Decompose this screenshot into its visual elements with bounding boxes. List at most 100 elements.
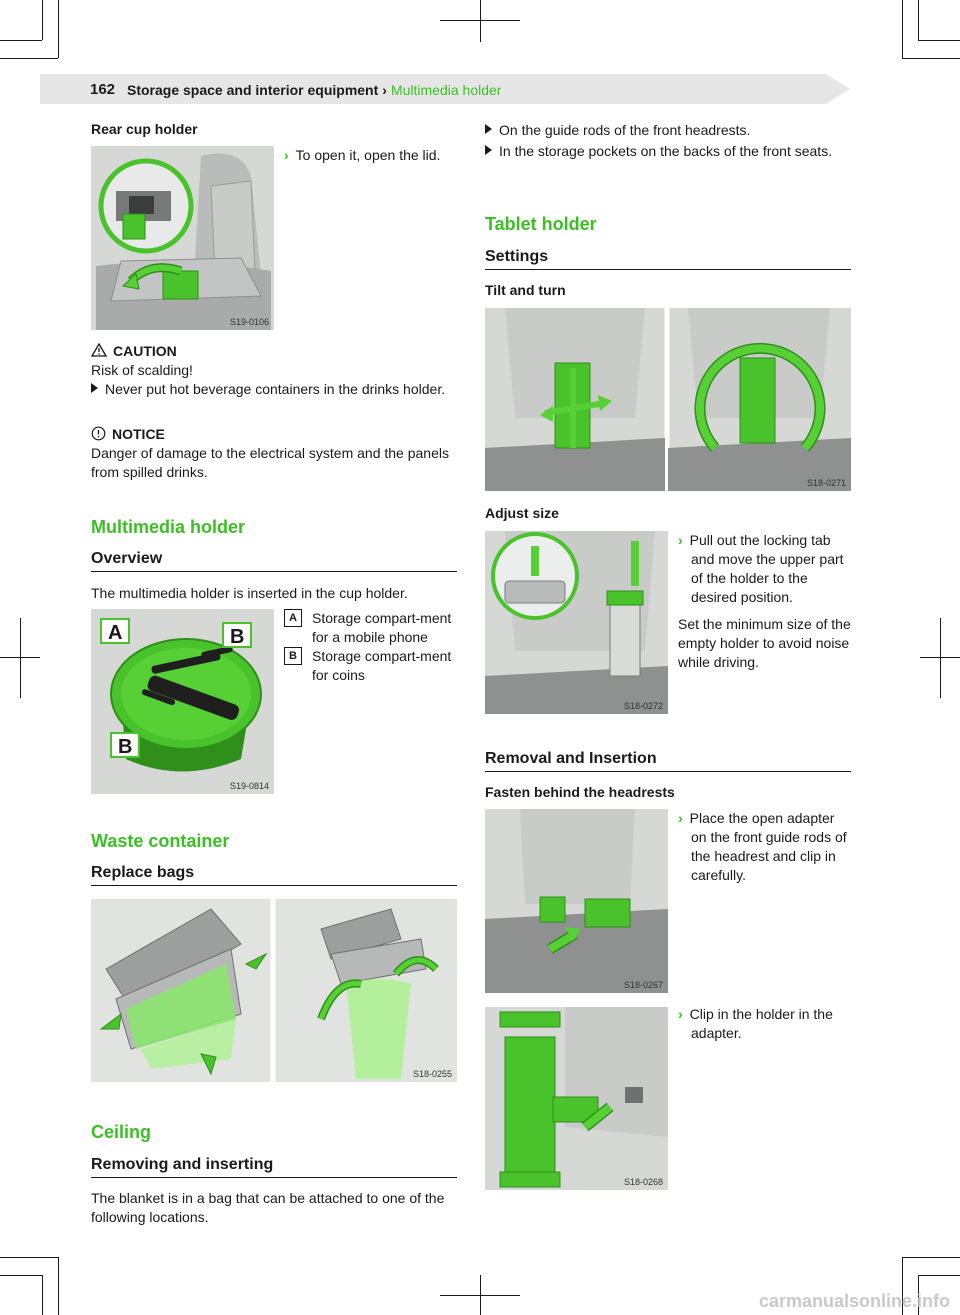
- crop-mark: [902, 1257, 960, 1258]
- clip-step: › Clip in the holder in the adapter.: [678, 1005, 853, 1043]
- crop-mark: [480, 0, 481, 42]
- multimedia-illustration: A B B S19-0814: [91, 609, 274, 794]
- step-chevron-icon: ›: [678, 532, 683, 548]
- image-code: S19-0814: [229, 781, 269, 791]
- waste-illustration: S18-0255: [91, 899, 457, 1082]
- tilt-turn-graphic: [485, 308, 851, 491]
- notice-text: Danger of damage to the electrical syste…: [91, 445, 449, 480]
- fasten-label: Fasten behind the headrests: [485, 784, 675, 800]
- caution-heading: CAUTION: [90, 342, 457, 361]
- warning-triangle-icon: [90, 342, 108, 357]
- fasten-step-text: Place the open adapter on the front guid…: [689, 810, 847, 883]
- rear-cup-step: ›To open it, open the lid.: [284, 146, 459, 165]
- callout-text: Storage compart-ment for coins: [312, 648, 452, 683]
- multimedia-subtitle: Overview: [91, 550, 457, 572]
- callout-key: A: [284, 609, 302, 627]
- location-item: In the storage pockets on the backs of t…: [485, 142, 851, 161]
- location-text: In the storage pockets on the backs of t…: [499, 143, 833, 159]
- caution-label: CAUTION: [113, 343, 177, 359]
- ceiling-text: The blanket is in a bag that can be atta…: [91, 1190, 445, 1225]
- crop-mark: [902, 58, 960, 59]
- tablet-title: Tablet holder: [485, 214, 597, 234]
- adjust-step-text: Pull out the locking tab and move the up…: [689, 532, 844, 605]
- ceiling-title: Ceiling: [91, 1122, 152, 1142]
- notice-block: NOTICE Danger of damage to the electrica…: [91, 425, 457, 482]
- adjust-illustration: S18-0272: [485, 531, 668, 714]
- notice-heading: NOTICE: [91, 425, 457, 444]
- adjust-instructions: › Pull out the locking tab and move the u…: [678, 531, 853, 672]
- crop-mark: [20, 618, 21, 698]
- adjust-note: Set the minimum size of the empty holder…: [678, 616, 851, 670]
- bullet-arrow-icon: [485, 145, 492, 155]
- rear-cup-illustration: S19-0106: [91, 146, 274, 330]
- page-number: 162: [90, 81, 116, 98]
- rear-cup-title: Rear cup holder: [91, 121, 198, 137]
- bullet-arrow-icon: [485, 124, 492, 134]
- crop-mark: [42, 1275, 43, 1315]
- clip-step-item: › Clip in the holder in the adapter.: [678, 1005, 853, 1043]
- step-chevron-icon: ›: [678, 1006, 683, 1022]
- fasten-step-item: › Place the open adapter on the front gui…: [678, 809, 853, 885]
- caution-bullet: Never put hot beverage containers in the…: [91, 380, 457, 399]
- svg-text:B: B: [118, 736, 132, 758]
- image-code: S18-0271: [806, 478, 846, 488]
- image-code: S18-0272: [623, 701, 663, 711]
- image-code: S18-0268: [623, 1177, 663, 1187]
- breadcrumb-section[interactable]: Storage space and interior equipment: [127, 82, 379, 98]
- removal-title: Removal and Insertion: [485, 750, 851, 772]
- crop-mark: [918, 1275, 960, 1276]
- waste-title: Waste container: [91, 831, 230, 851]
- adapter-graphic: [485, 809, 668, 993]
- header-band: [40, 74, 850, 104]
- crop-mark: [0, 58, 58, 59]
- multimedia-holder-graphic: A B B: [91, 609, 274, 794]
- bullet-arrow-icon: [91, 383, 98, 393]
- breadcrumb-current: Multimedia holder: [390, 82, 502, 98]
- breadcrumb-separator: ›: [382, 82, 387, 98]
- image-code: S18-0267: [623, 980, 663, 990]
- crop-mark: [0, 40, 42, 41]
- crop-mark: [480, 1275, 481, 1315]
- callout-item-a: A Storage compart-ment for a mobile phon…: [284, 609, 459, 647]
- watermark: carmanualsonline.info: [758, 1291, 950, 1311]
- svg-text:A: A: [108, 622, 122, 644]
- fasten-step: › Place the open adapter on the front gui…: [678, 809, 853, 885]
- crop-mark: [0, 1257, 58, 1258]
- step-chevron-icon: ›: [678, 810, 683, 826]
- location-list: On the guide rods of the front headrests…: [485, 121, 851, 161]
- crop-mark: [918, 0, 919, 40]
- tilt-label: Tilt and turn: [485, 282, 566, 298]
- crop-mark: [902, 0, 903, 58]
- tablet-subtitle: Settings: [485, 248, 851, 270]
- ceiling-subtitle: Removing and inserting: [91, 1156, 457, 1178]
- image-code: S18-0255: [412, 1069, 452, 1079]
- notice-label: NOTICE: [112, 426, 165, 442]
- multimedia-title: Multimedia holder: [91, 517, 246, 537]
- crop-mark: [940, 618, 941, 698]
- adjust-step: › Pull out the locking tab and move the u…: [678, 531, 853, 607]
- breadcrumb: Storage space and interior equipment›Mul…: [127, 82, 501, 98]
- tilt-illustration: S18-0271: [485, 308, 851, 491]
- adjust-label: Adjust size: [485, 505, 559, 521]
- crop-mark: [902, 1257, 903, 1315]
- info-circle-icon: [91, 426, 106, 441]
- fasten-illustration: S18-0267: [485, 809, 668, 993]
- location-text: On the guide rods of the front headrests…: [499, 122, 751, 138]
- svg-text:B: B: [230, 626, 244, 648]
- waste-subtitle: Replace bags: [91, 864, 457, 886]
- crop-mark: [58, 1257, 59, 1315]
- crop-mark: [918, 40, 960, 41]
- multimedia-intro: The multimedia holder is inserted in the…: [91, 585, 408, 601]
- crop-mark: [42, 0, 43, 40]
- crop-mark: [918, 1275, 919, 1315]
- image-code: S19-0106: [229, 317, 269, 327]
- waste-bag-graphic: [91, 899, 457, 1082]
- clip-step-text: Clip in the holder in the adapter.: [689, 1006, 833, 1041]
- step-chevron-icon: ›: [284, 147, 289, 163]
- callout-text: Storage compart-ment for a mobile phone: [312, 610, 452, 645]
- clip-illustration: S18-0268: [485, 1007, 668, 1190]
- caution-block: CAUTION Risk of scalding! Never put hot …: [90, 342, 457, 399]
- armrest-cup-holder-graphic: [91, 146, 274, 330]
- caution-text: Risk of scalding!: [91, 362, 193, 378]
- caution-bullet-text: Never put hot beverage containers in the…: [105, 381, 446, 397]
